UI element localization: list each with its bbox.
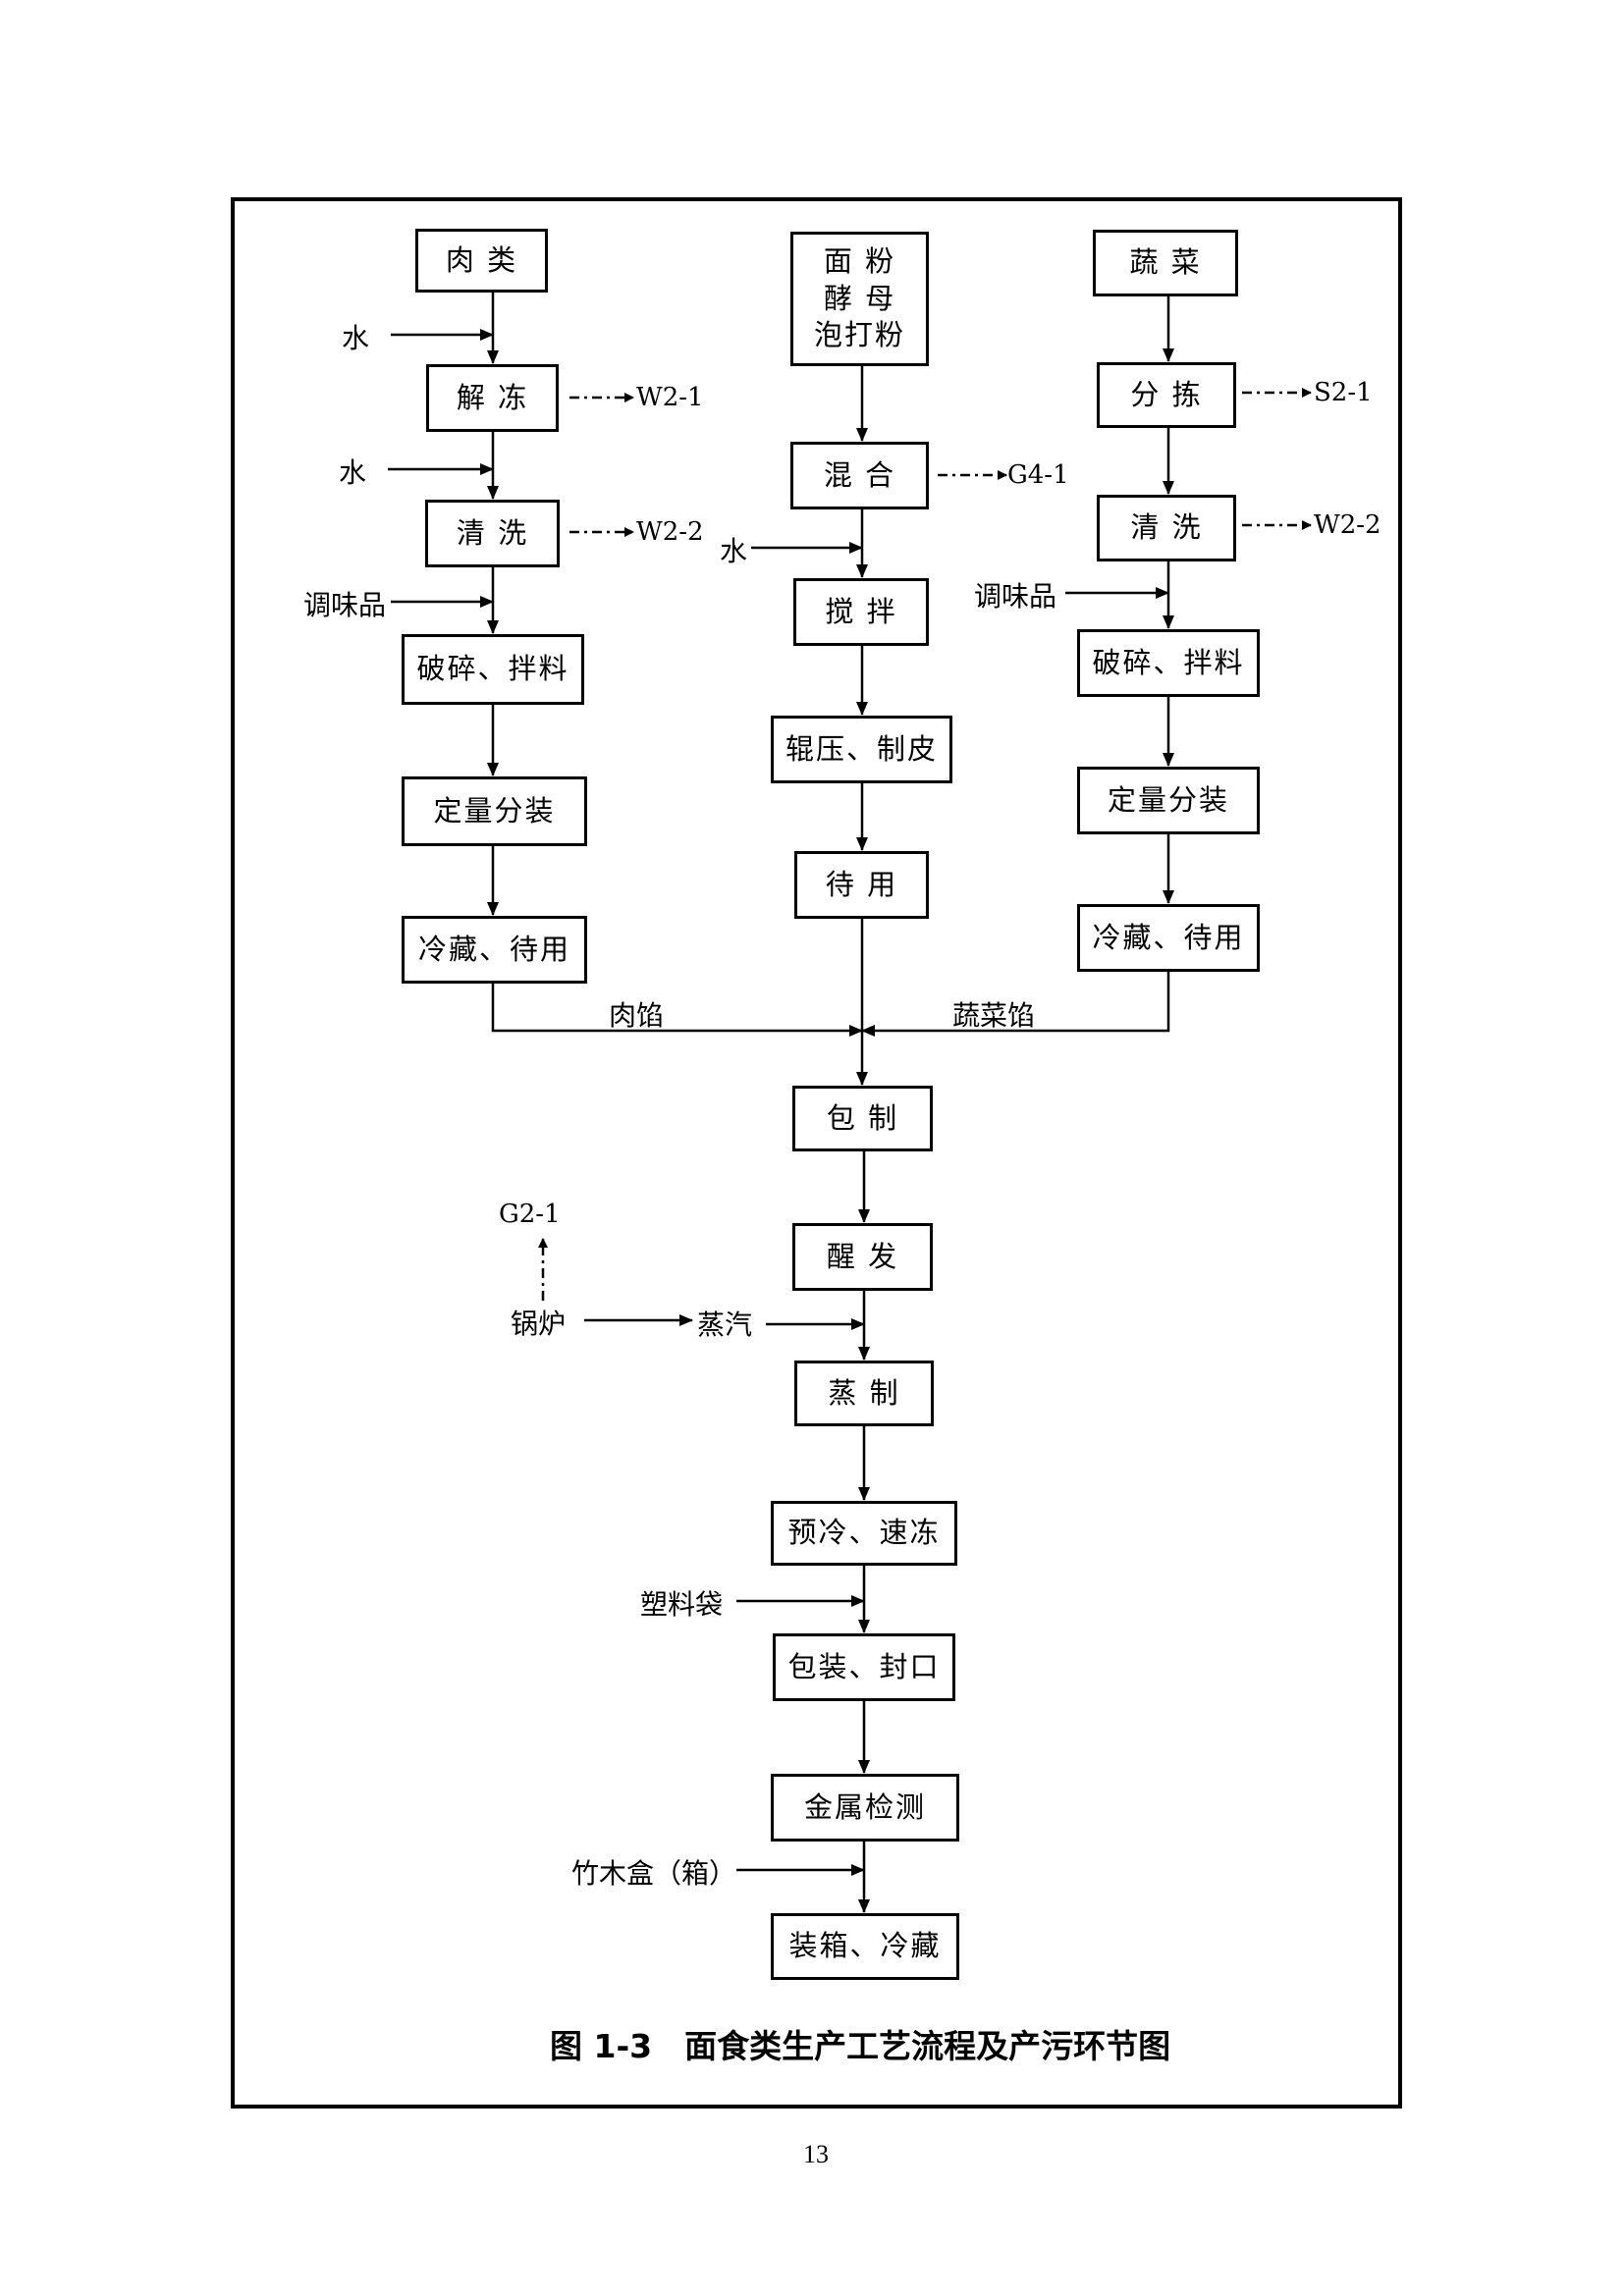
label-bamboo-box: 竹木盒（箱）: [571, 1857, 737, 1890]
node-portion-meat: 定量分装: [402, 776, 587, 846]
pollutant-s2-1: S2-1: [1314, 378, 1373, 407]
node-wrap: 包 制: [792, 1086, 933, 1151]
node-standby: 待 用: [794, 851, 929, 919]
label-water-3: 水: [720, 535, 748, 567]
node-freeze: 预冷、速冻: [771, 1501, 957, 1566]
node-metal: 金属检测: [771, 1774, 959, 1842]
pollutant-g2-1: G2-1: [499, 1200, 561, 1229]
node-stir: 搅 拌: [793, 578, 929, 646]
node-crush-meat: 破碎、拌料: [402, 634, 584, 705]
figure-caption: 图 1-3 面食类生产工艺流程及产污环节图: [550, 2027, 1171, 2065]
node-mix: 混 合: [790, 442, 929, 509]
arrow-veg-filling: [861, 972, 1170, 1037]
label-plastic-bag: 塑料袋: [640, 1588, 724, 1621]
node-crush-veg: 破碎、拌料: [1077, 629, 1260, 697]
node-proof: 醒 发: [792, 1223, 933, 1291]
node-roll: 辊压、制皮: [771, 716, 952, 783]
label-meat-filling: 肉馅: [609, 999, 665, 1032]
pollutant-g4-1: G4-1: [1007, 460, 1069, 490]
node-thaw: 解 冻: [426, 364, 559, 432]
label-veg-filling: 蔬菜馅: [952, 999, 1036, 1032]
diagram-frame: [231, 197, 1402, 2109]
pollutant-w2-2-veg: W2-2: [1314, 510, 1381, 540]
node-veg: 蔬 菜: [1093, 230, 1238, 296]
node-pack: 包装、封口: [773, 1633, 955, 1701]
page-number: 13: [803, 2140, 829, 2168]
node-wash-meat: 清 洗: [425, 500, 560, 567]
node-chill-veg: 冷藏、待用: [1077, 904, 1260, 972]
pollutant-w2-2-meat: W2-2: [636, 517, 704, 547]
label-boiler: 锅炉: [511, 1308, 567, 1340]
label-water-1: 水: [342, 322, 370, 354]
pollutant-w2-1: W2-1: [636, 383, 704, 412]
label-seasoning-2: 调味品: [974, 580, 1057, 613]
node-portion-veg: 定量分装: [1077, 767, 1260, 834]
node-chill-meat: 冷藏、待用: [402, 916, 587, 984]
node-wash-veg: 清 洗: [1097, 495, 1236, 561]
arrow-meat-filling: [491, 984, 863, 1037]
node-flour: 面 粉 酵 母 泡打粉: [790, 232, 929, 366]
label-steam: 蒸汽: [697, 1308, 753, 1341]
node-steam: 蒸 制: [794, 1361, 934, 1426]
label-water-2: 水: [339, 456, 367, 489]
node-meat: 肉 类: [415, 229, 548, 293]
label-seasoning-1: 调味品: [303, 589, 387, 621]
node-box: 装箱、冷藏: [771, 1913, 959, 1980]
node-sort: 分 拣: [1097, 362, 1236, 428]
